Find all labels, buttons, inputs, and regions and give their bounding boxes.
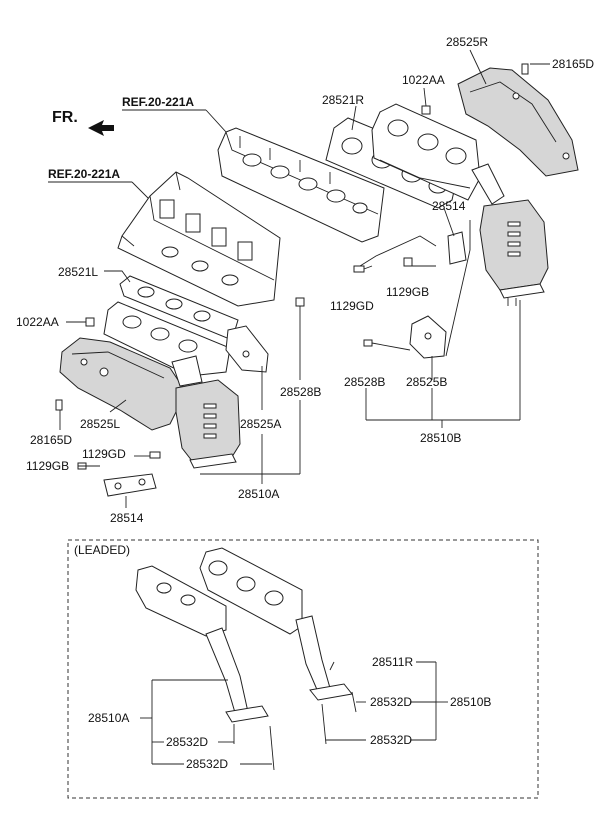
cylinder-head-left xyxy=(117,171,281,307)
exhaust-manifold-left xyxy=(103,301,231,377)
ref-upper-label: REF.20-221A xyxy=(122,95,194,109)
label-1129GD-left: 1129GD xyxy=(82,447,126,461)
label-28532D-l1: 28532D xyxy=(166,735,208,749)
front-arrow-icon xyxy=(88,120,114,136)
label-1022AA-top: 1022AA xyxy=(402,73,445,87)
label-28511R: 28511R xyxy=(372,655,413,669)
catalytic-converter-right xyxy=(471,163,549,306)
label-28510B: 28510B xyxy=(420,431,461,445)
cylinder-head-right xyxy=(217,127,385,243)
label-28528B-left: 28528B xyxy=(280,385,321,399)
leader-lines-left xyxy=(59,270,301,508)
label-1129GD-right: 1129GD xyxy=(330,299,374,313)
label-1022AA-left: 1022AA xyxy=(16,315,59,329)
label-1129GB-left: 1129GB xyxy=(26,459,69,473)
heat-shield-left xyxy=(59,337,187,431)
label-28165D-left: 28165D xyxy=(30,433,72,447)
leaded-section-box xyxy=(67,539,539,799)
heat-shield-right xyxy=(457,67,579,177)
leader-lines-leaded xyxy=(140,661,448,765)
bolts-right xyxy=(353,63,529,347)
label-28525A: 28525A xyxy=(240,417,281,431)
label-28165D-top: 28165D xyxy=(552,57,594,71)
bracket-left xyxy=(103,473,157,497)
bracket-right xyxy=(447,231,467,265)
label-28514-right: 28514 xyxy=(432,199,466,213)
label-28532D-r1: 28532D xyxy=(370,695,412,709)
label-28510B-leaded: 28510B xyxy=(450,695,491,709)
ref-lower-label: REF.20-221A xyxy=(48,167,120,181)
catalytic-converter-left xyxy=(171,355,241,469)
label-28528B-right: 28528B xyxy=(344,375,385,389)
label-28510A-leaded: 28510A xyxy=(88,711,129,725)
leaded-section-title: (LEADED) xyxy=(74,543,130,557)
exhaust-manifold-right xyxy=(371,103,481,201)
label-28532D-r2: 28532D xyxy=(370,733,412,747)
label-28532D-l2: 28532D xyxy=(186,757,228,771)
front-label: FR. xyxy=(52,109,78,126)
label-28521L: 28521L xyxy=(58,265,98,279)
label-28525R: 28525R xyxy=(446,35,488,49)
label-1129GB-right: 1129GB xyxy=(386,285,429,299)
label-28525B: 28525B xyxy=(406,375,447,389)
front-direction-indicator: FR. xyxy=(52,109,114,136)
gasket-left xyxy=(119,275,239,341)
label-28521R: 28521R xyxy=(322,93,364,107)
label-28525L: 28525L xyxy=(80,417,120,431)
leaded-manifold-left xyxy=(135,565,275,771)
leader-lines-right xyxy=(351,49,550,428)
label-28510A: 28510A xyxy=(238,487,279,501)
leaded-manifold-right xyxy=(199,547,357,745)
stay-bracket-left xyxy=(225,325,269,373)
label-28514-left: 28514 xyxy=(110,511,144,525)
ref-upper-leader xyxy=(205,109,227,133)
